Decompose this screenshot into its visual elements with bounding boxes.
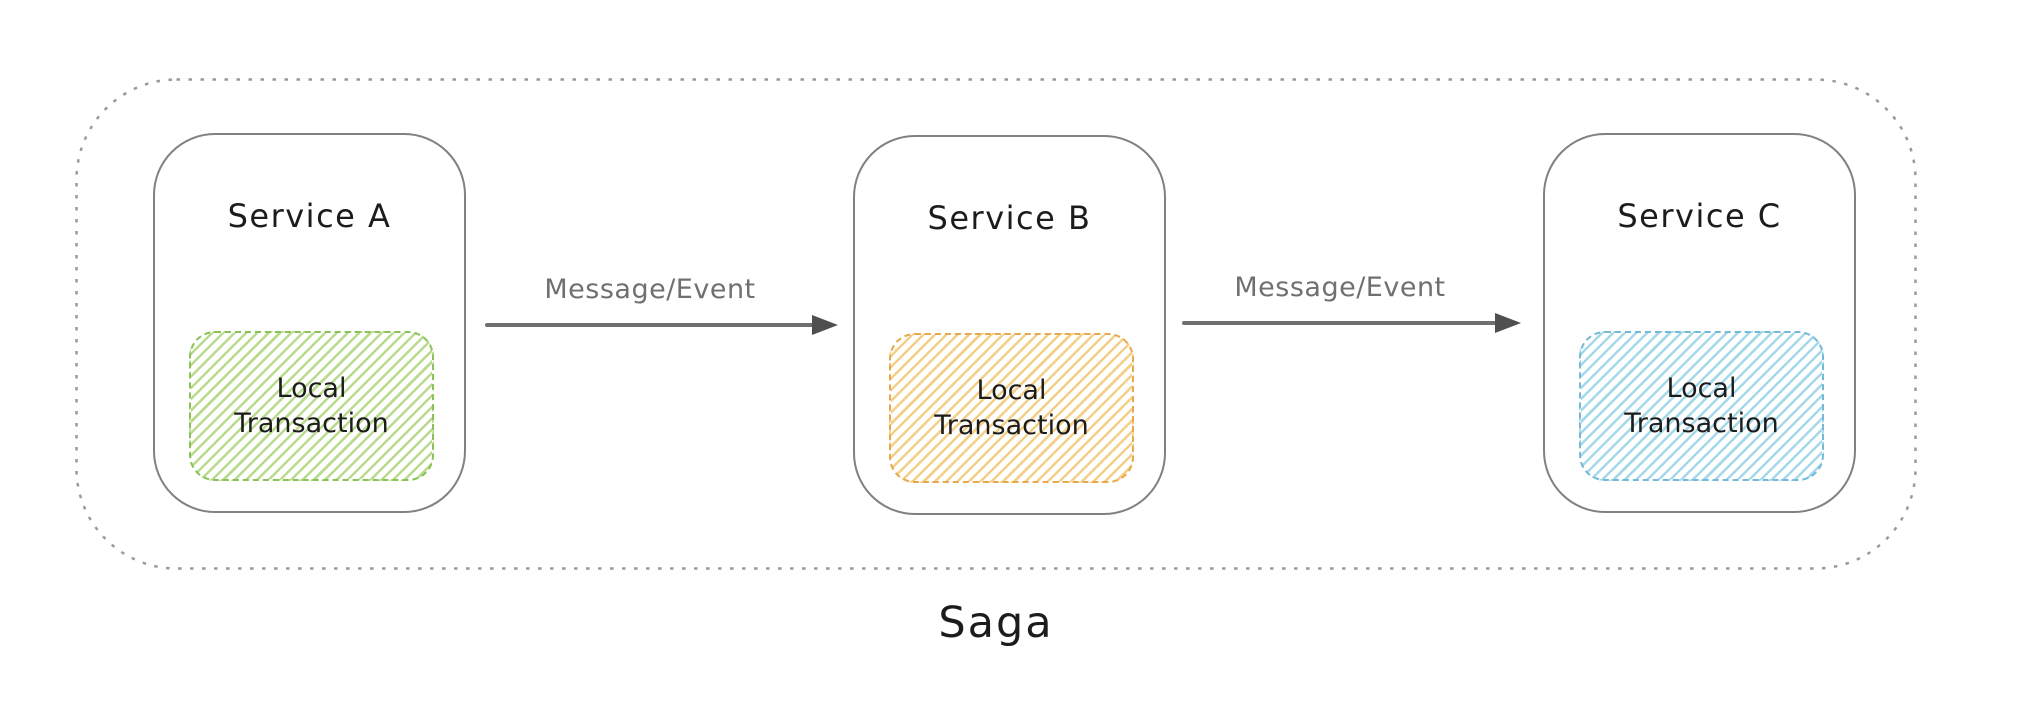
arrow-head-icon-2 xyxy=(1495,313,1521,333)
local-transaction-label-b: Local Transaction xyxy=(934,374,1089,441)
service-box-a: Service A Local Transaction xyxy=(153,133,466,513)
message-arrow-1 xyxy=(485,323,815,327)
local-transaction-label-c: Local Transaction xyxy=(1624,372,1779,439)
local-transaction-label-a: Local Transaction xyxy=(234,372,389,439)
message-arrow-2 xyxy=(1182,321,1498,325)
saga-boundary-outline xyxy=(75,78,1917,570)
local-transaction-box-b: Local Transaction xyxy=(889,333,1134,483)
service-c-title: Service C xyxy=(1617,197,1782,235)
message-event-label-2: Message/Event xyxy=(1234,272,1446,303)
service-box-c: Service C Local Transaction xyxy=(1543,133,1856,513)
local-transaction-box-c: Local Transaction xyxy=(1579,331,1824,481)
service-box-b: Service B Local Transaction xyxy=(853,135,1166,515)
service-b-title: Service B xyxy=(927,199,1092,237)
local-transaction-box-a: Local Transaction xyxy=(189,331,434,481)
saga-boundary xyxy=(75,78,1917,570)
saga-label: Saga xyxy=(938,598,1054,648)
message-event-label-1: Message/Event xyxy=(544,274,756,305)
arrow-head-icon-1 xyxy=(812,315,838,335)
service-a-title: Service A xyxy=(227,197,392,235)
